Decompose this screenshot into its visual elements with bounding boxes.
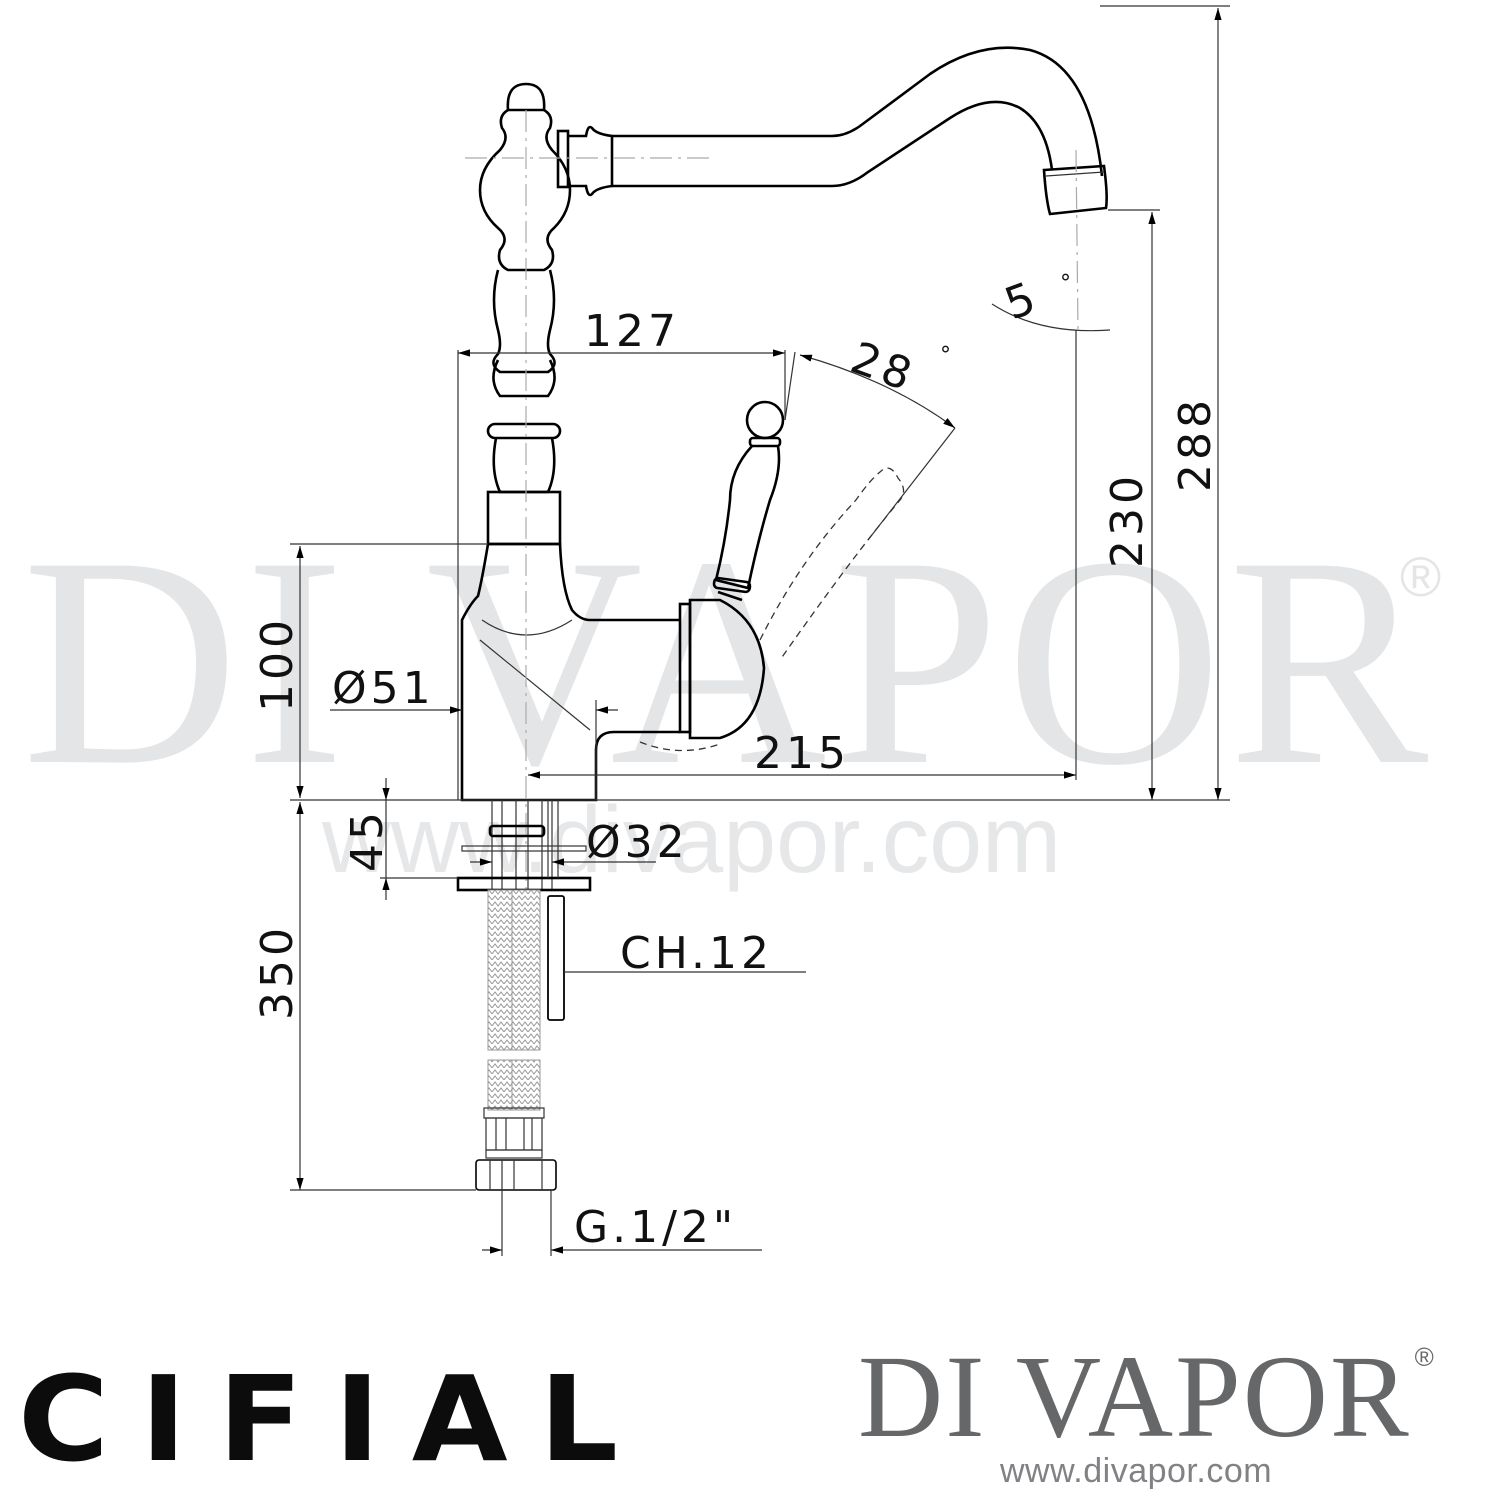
dim-230: 230 bbox=[1102, 472, 1153, 568]
dim-100: 100 bbox=[252, 616, 303, 712]
watermark-registered: ® bbox=[1400, 545, 1441, 608]
registered-mark: ® bbox=[1414, 1342, 1436, 1372]
dim-ch12: CH.12 bbox=[620, 928, 773, 979]
dimension-labels: 127 28 ° 5 ° 230 288 100 Ø51 215 45 Ø32 … bbox=[252, 271, 1221, 1253]
dim-28-degrees: 28 bbox=[844, 332, 922, 402]
dim-215: 215 bbox=[754, 728, 850, 779]
dim-5-degrees: 5 bbox=[998, 271, 1046, 330]
divapor-url: www.divapor.com bbox=[1000, 1452, 1273, 1490]
dim-5-degree-symbol: ° bbox=[1060, 271, 1075, 296]
dim-diameter-32: Ø32 bbox=[586, 817, 689, 868]
dim-288: 288 bbox=[1170, 396, 1221, 492]
dim-diameter-51: Ø51 bbox=[332, 663, 435, 714]
watermark-url: www.divapor.com bbox=[321, 787, 1061, 893]
watermark: DI VAPOR ® www.divapor.com bbox=[22, 495, 1441, 893]
dim-45: 45 bbox=[342, 808, 393, 872]
watermark-brand: DI VAPOR bbox=[22, 495, 1434, 827]
divapor-logo: DI VAPOR® bbox=[858, 1338, 1436, 1456]
divapor-logo-text: DI VAPOR bbox=[858, 1331, 1411, 1462]
dim-350: 350 bbox=[252, 924, 303, 1020]
dim-g-half-inch: G.1/2" bbox=[574, 1202, 737, 1253]
dim-28-degree-symbol: ° bbox=[940, 343, 955, 368]
cifial-logo: CIFIAL bbox=[18, 1350, 650, 1488]
dimension-lines bbox=[290, 5, 1230, 1256]
faucet-outline bbox=[456, 46, 1108, 1191]
dim-127: 127 bbox=[584, 306, 680, 357]
